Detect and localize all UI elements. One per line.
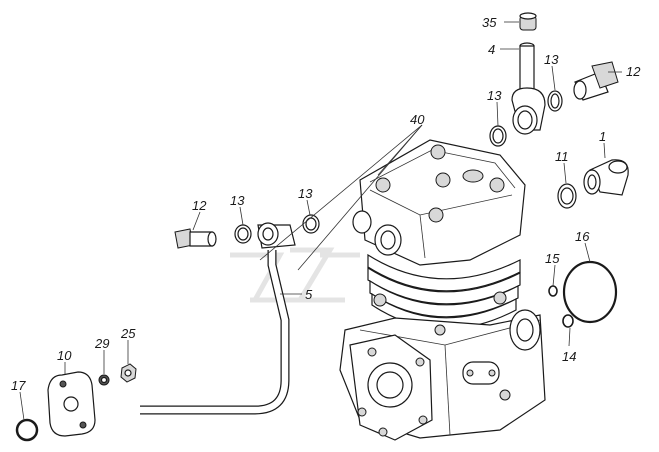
part-35-cap	[519, 12, 537, 31]
callout-17: 17	[11, 378, 26, 393]
part-17-o-ring	[15, 418, 39, 442]
compressor-assembly	[339, 139, 546, 441]
part-4-pipe	[511, 42, 546, 135]
callout-14: 14	[562, 349, 576, 364]
callout-13: 13	[487, 88, 502, 103]
callout-12: 12	[192, 198, 207, 213]
callout-labels: 35 4 13 12 13 40 1 11 12 13 13 16 15 5 1…	[11, 15, 641, 393]
callout-5: 5	[305, 287, 313, 302]
leader-lines	[19, 21, 622, 421]
callout-25: 25	[120, 326, 136, 341]
callout-10: 10	[57, 348, 72, 363]
part-15-o-ring	[548, 285, 558, 297]
head-bolt	[489, 177, 505, 193]
head-bolt	[428, 207, 444, 223]
callout-15: 15	[545, 251, 560, 266]
callout-29: 29	[94, 336, 109, 351]
callout-1: 1	[599, 129, 606, 144]
cylinder-fins	[367, 253, 521, 330]
head-bolt	[435, 172, 451, 188]
part-12-union	[573, 61, 619, 101]
head-bolt	[430, 144, 446, 160]
callout-4: 4	[488, 42, 495, 57]
callout-16: 16	[575, 229, 590, 244]
part-16-o-ring	[562, 260, 618, 324]
part-12-union	[174, 228, 217, 249]
callout-11: 11	[555, 149, 569, 164]
tube-assembly	[140, 222, 296, 415]
head-plug	[462, 169, 484, 183]
callout-13: 13	[298, 186, 313, 201]
side-flange	[462, 361, 500, 385]
watermark	[230, 247, 360, 303]
part-14-o-ring	[562, 314, 574, 328]
callout-35: 35	[482, 15, 497, 30]
callout-40: 40	[410, 112, 425, 127]
part-1-elbow	[583, 159, 629, 196]
callout-13: 13	[230, 193, 245, 208]
part-10-flange	[47, 371, 96, 437]
head-bolt	[375, 177, 391, 193]
head-port	[352, 210, 372, 234]
callout-12: 12	[626, 64, 641, 79]
callout-13: 13	[544, 52, 559, 67]
